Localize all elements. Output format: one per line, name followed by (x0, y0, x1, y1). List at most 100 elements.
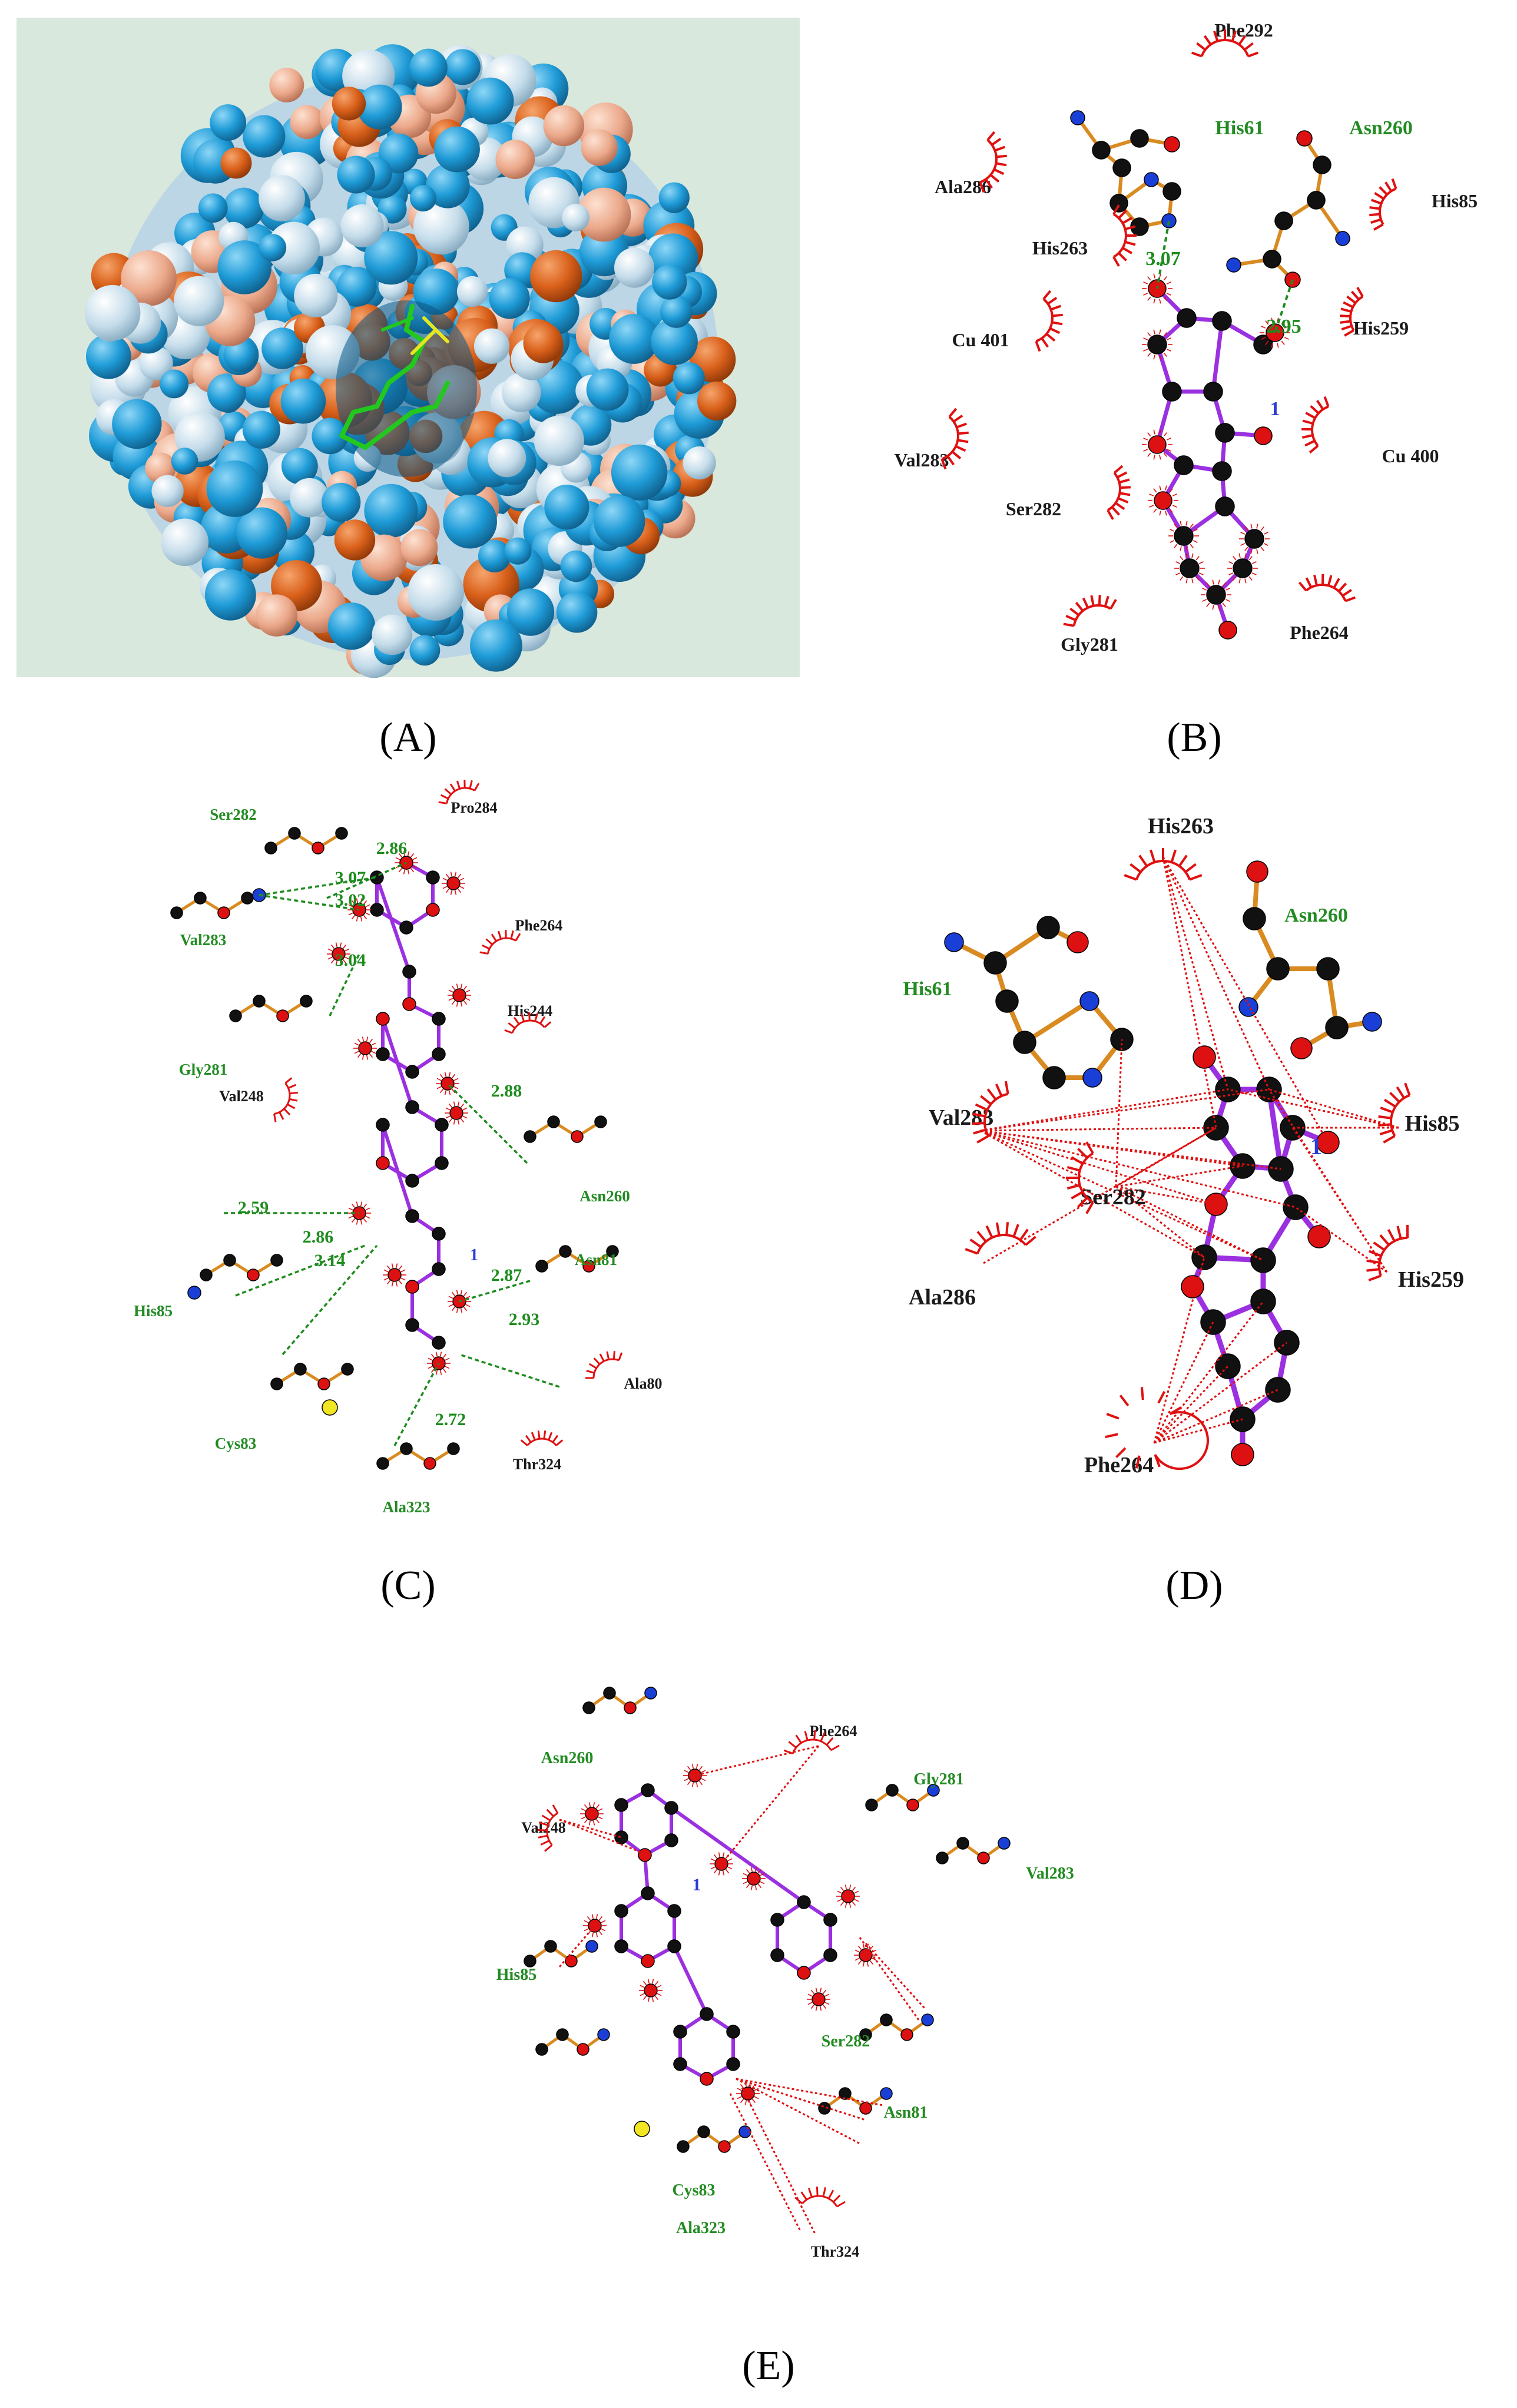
contact-atom-spikes (639, 1979, 663, 2002)
contact-line (1115, 1039, 1123, 1187)
atom-c (1180, 558, 1200, 578)
surface-patch (534, 415, 584, 466)
contact-atom-spikes (395, 851, 418, 875)
atom-o (405, 1280, 419, 1294)
surface-patch (444, 49, 481, 85)
surface-patch (577, 187, 631, 242)
surface-patch (488, 439, 526, 478)
atom-o (426, 903, 440, 917)
contact-line (446, 1082, 528, 1164)
surface-patch (593, 495, 645, 547)
surface-patch (556, 592, 598, 633)
atom-c (405, 1174, 419, 1188)
atom-c (432, 1047, 446, 1061)
contact-line (736, 2078, 884, 2106)
surface-patch (312, 418, 349, 455)
surface-patch (543, 105, 585, 147)
atom-n (998, 1837, 1011, 1850)
residue-label: Phe264 (810, 1723, 857, 1740)
contact-line (329, 953, 360, 1016)
atom-o (741, 2086, 755, 2101)
atom-c (1162, 182, 1181, 201)
surface-patch (280, 378, 326, 424)
atom-c (641, 1783, 655, 1797)
atom-o (358, 1041, 372, 1055)
hydrophobic-contact-icon (965, 1222, 1036, 1255)
atom-o (859, 2102, 872, 2115)
residue-label: Ser282 (1006, 498, 1061, 519)
contact-line (1268, 1089, 1388, 1273)
atom-o (906, 1798, 919, 1811)
atom-c (1147, 334, 1167, 355)
residue-label: Val283 (1026, 1864, 1074, 1883)
contact-line (459, 1353, 560, 1388)
surface-patch (259, 234, 287, 261)
atom-c (582, 1701, 595, 1714)
atom-o (1307, 1225, 1331, 1248)
residue-label: Asn81 (884, 2104, 928, 2122)
residue-label: His85 (134, 1302, 173, 1320)
residue-label: Val248 (219, 1088, 264, 1105)
panel-e-interaction-diagram: Phe264Val248Thr324Asn260Gly281Val283His8… (496, 1687, 1074, 2260)
atom-c (1266, 957, 1290, 981)
contact-atom-spikes (347, 898, 371, 922)
surface-patch (473, 328, 510, 364)
contact-atom-spikes (327, 942, 350, 966)
surface-patch (523, 323, 564, 363)
atom-c (606, 1245, 619, 1258)
atom-o (1148, 435, 1167, 454)
atom-c (1212, 461, 1232, 481)
hbond-distance: 3.07 (1145, 248, 1181, 270)
atom-c (223, 1254, 236, 1267)
surface-patch (171, 448, 198, 475)
contact-atom-spikes (436, 1072, 459, 1095)
atom-o (423, 1457, 436, 1470)
atom-n (1070, 110, 1085, 125)
atom-c (535, 1260, 548, 1273)
residue-label: His263 (1032, 237, 1088, 259)
docked-ligand (339, 304, 450, 450)
atom-o (571, 1130, 584, 1143)
atom-c (1265, 1377, 1291, 1403)
hydrophobic-contact-icon (1298, 574, 1356, 602)
atom-c (603, 1687, 616, 1700)
residue-label: Cu 401 (952, 329, 1009, 350)
surface-patch (340, 204, 384, 247)
ligand-index: 1 (1270, 398, 1280, 420)
contact-atom-spikes (1201, 579, 1231, 610)
contact-atom-spikes (583, 1914, 607, 1937)
residue-label: His61 (1215, 117, 1264, 139)
atom-o (747, 1872, 761, 1886)
atom-c (614, 1939, 628, 1953)
atom-c (865, 1798, 878, 1811)
surface-patch (160, 369, 189, 399)
atom-n (1238, 997, 1258, 1017)
hydrophobic-contact-icon (1105, 1387, 1209, 1470)
surface-patch (236, 507, 288, 559)
surface-patch (207, 373, 246, 412)
atom-n (944, 932, 964, 952)
atom-c (1174, 455, 1194, 475)
hydrophobic-contact-icon (504, 1012, 552, 1034)
atom-c (664, 1833, 678, 1847)
surface-patch (478, 539, 511, 573)
contact-atom-spikes (1142, 429, 1172, 460)
contact-line (1115, 1185, 1205, 1258)
contact-atom-spikes (1227, 553, 1258, 584)
ligand-index: 1 (693, 1875, 701, 1894)
atom-c (594, 1115, 607, 1128)
atom-o (1254, 426, 1273, 445)
bond (410, 328, 438, 355)
atom-n (187, 1286, 201, 1300)
atom-o (841, 1889, 855, 1903)
surface-patch (409, 635, 440, 666)
bond (339, 410, 356, 438)
atom-c (376, 1457, 389, 1470)
atom-c (1250, 1289, 1276, 1314)
atom-c (399, 920, 413, 935)
surface-patch (530, 250, 582, 303)
atom-c (300, 995, 313, 1008)
panel-e-label: (E) (742, 2343, 794, 2389)
bond (381, 1017, 414, 1109)
surface-patch (206, 460, 263, 517)
